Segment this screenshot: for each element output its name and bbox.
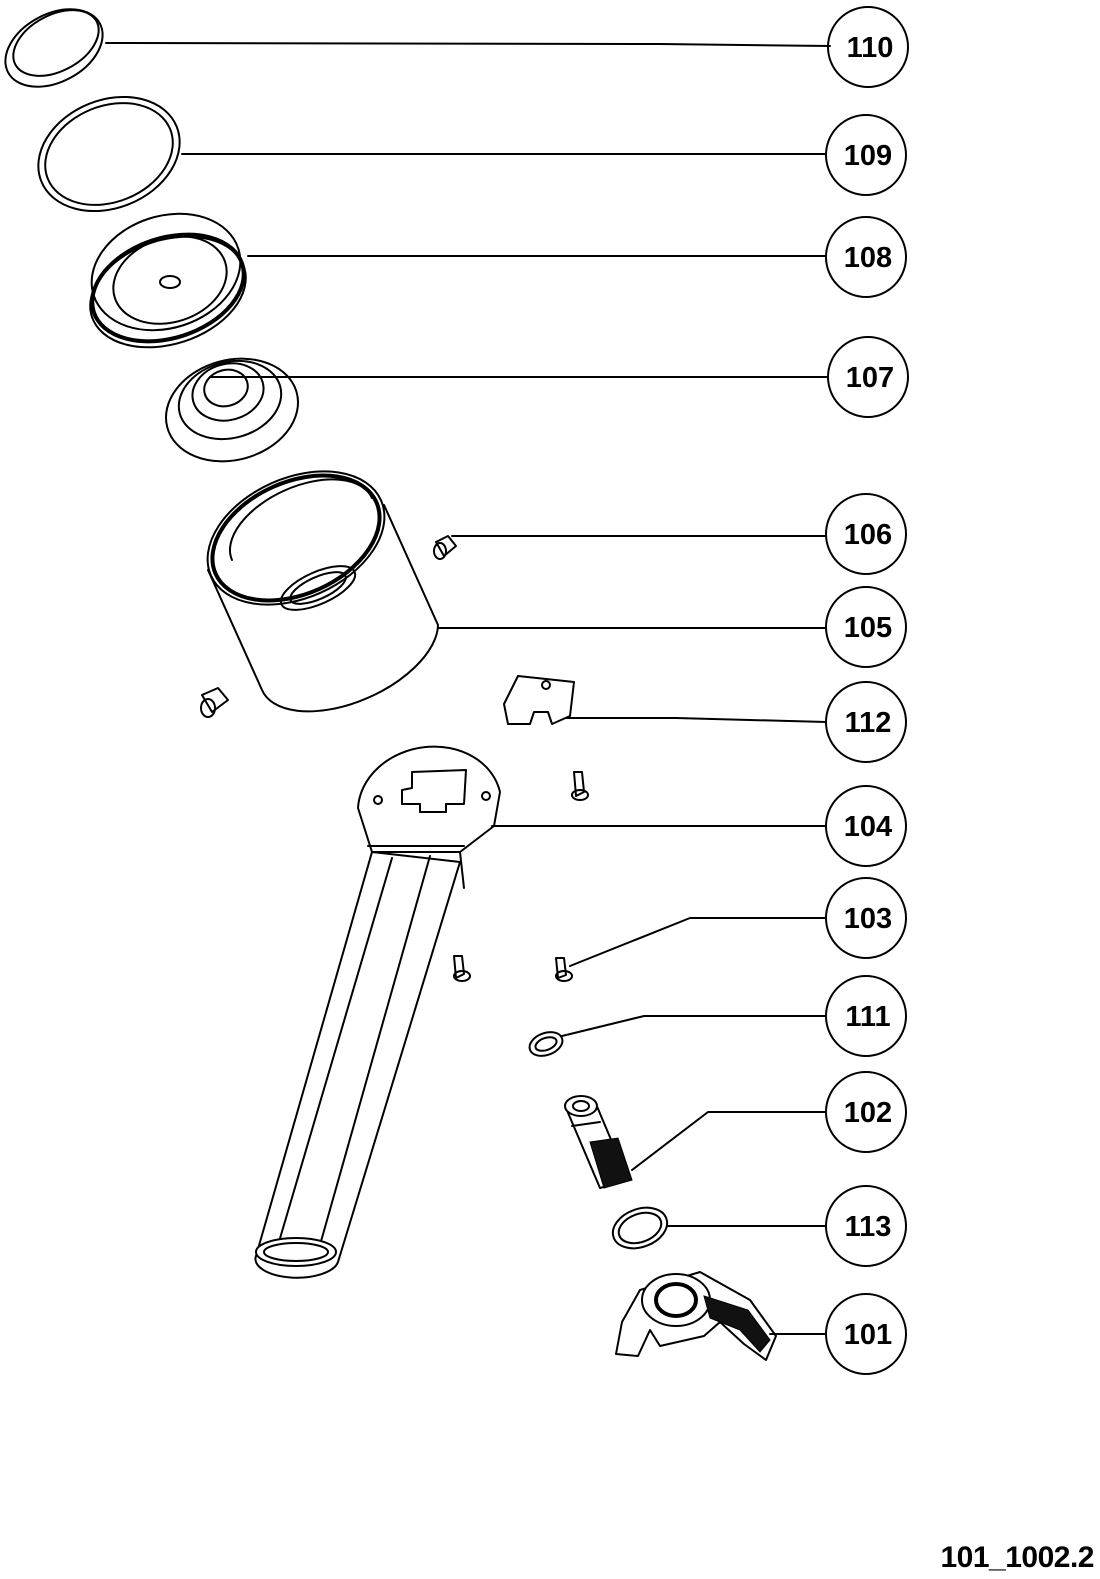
- svg-text:101: 101: [844, 1319, 892, 1351]
- part-104-handle: [254, 745, 501, 1279]
- svg-text:105: 105: [844, 612, 892, 644]
- svg-text:106: 106: [844, 519, 892, 551]
- svg-text:107: 107: [846, 362, 894, 394]
- part-107-valve-seat: [165, 357, 299, 463]
- svg-text:113: 113: [845, 1211, 892, 1243]
- callouts: 110 109 108 107 106 105 112 104: [825, 6, 909, 1375]
- part-113-o-ring-medium: [611, 1206, 669, 1250]
- svg-text:102: 102: [844, 1097, 892, 1129]
- callout-108: 108: [825, 216, 907, 298]
- part-112-lock-plate: [503, 675, 575, 725]
- svg-text:104: 104: [844, 811, 892, 843]
- part-102-threaded-stem: [564, 1095, 633, 1189]
- part-103-screw: [555, 957, 573, 982]
- callout-106: 106: [825, 493, 907, 575]
- callout-107: 107: [827, 336, 909, 418]
- part-108-piston: [89, 212, 247, 349]
- part-106-plug-screw-left: [200, 687, 229, 718]
- svg-text:109: 109: [844, 140, 892, 172]
- leader-112: [565, 717, 827, 723]
- leader-103: [569, 917, 827, 967]
- callout-110: 110: [827, 6, 909, 88]
- leader-110: [105, 42, 831, 47]
- leader-102: [631, 1111, 827, 1171]
- callout-111: 111: [825, 975, 907, 1057]
- part-106-plug-screw: [433, 535, 457, 560]
- part-110-cap: [4, 8, 104, 88]
- part-101-trigger-lever: [615, 1271, 777, 1361]
- callout-104: 104: [825, 785, 907, 867]
- leader-111: [561, 1015, 827, 1037]
- leader-lines: [105, 42, 831, 1335]
- callout-105: 105: [825, 586, 907, 668]
- part-103-screw-handle: [453, 955, 471, 982]
- svg-text:103: 103: [844, 903, 892, 935]
- part-103-screw-upper: [571, 771, 589, 801]
- drawing-code: 101_1002.2: [940, 1541, 1095, 1574]
- svg-text:111: 111: [845, 1001, 890, 1033]
- callout-103: 103: [825, 877, 907, 959]
- callout-112: 112: [825, 681, 907, 763]
- svg-text:110: 110: [847, 32, 894, 64]
- part-111-o-ring-small: [528, 1031, 564, 1057]
- part-109-o-ring-large: [37, 95, 181, 213]
- svg-text:112: 112: [845, 707, 892, 739]
- callout-102: 102: [825, 1071, 907, 1153]
- svg-text:108: 108: [844, 242, 892, 274]
- callout-113: 113: [825, 1185, 907, 1267]
- callout-109: 109: [825, 114, 907, 196]
- part-105-cylinder-housing: [206, 470, 439, 713]
- callout-101: 101: [825, 1293, 907, 1375]
